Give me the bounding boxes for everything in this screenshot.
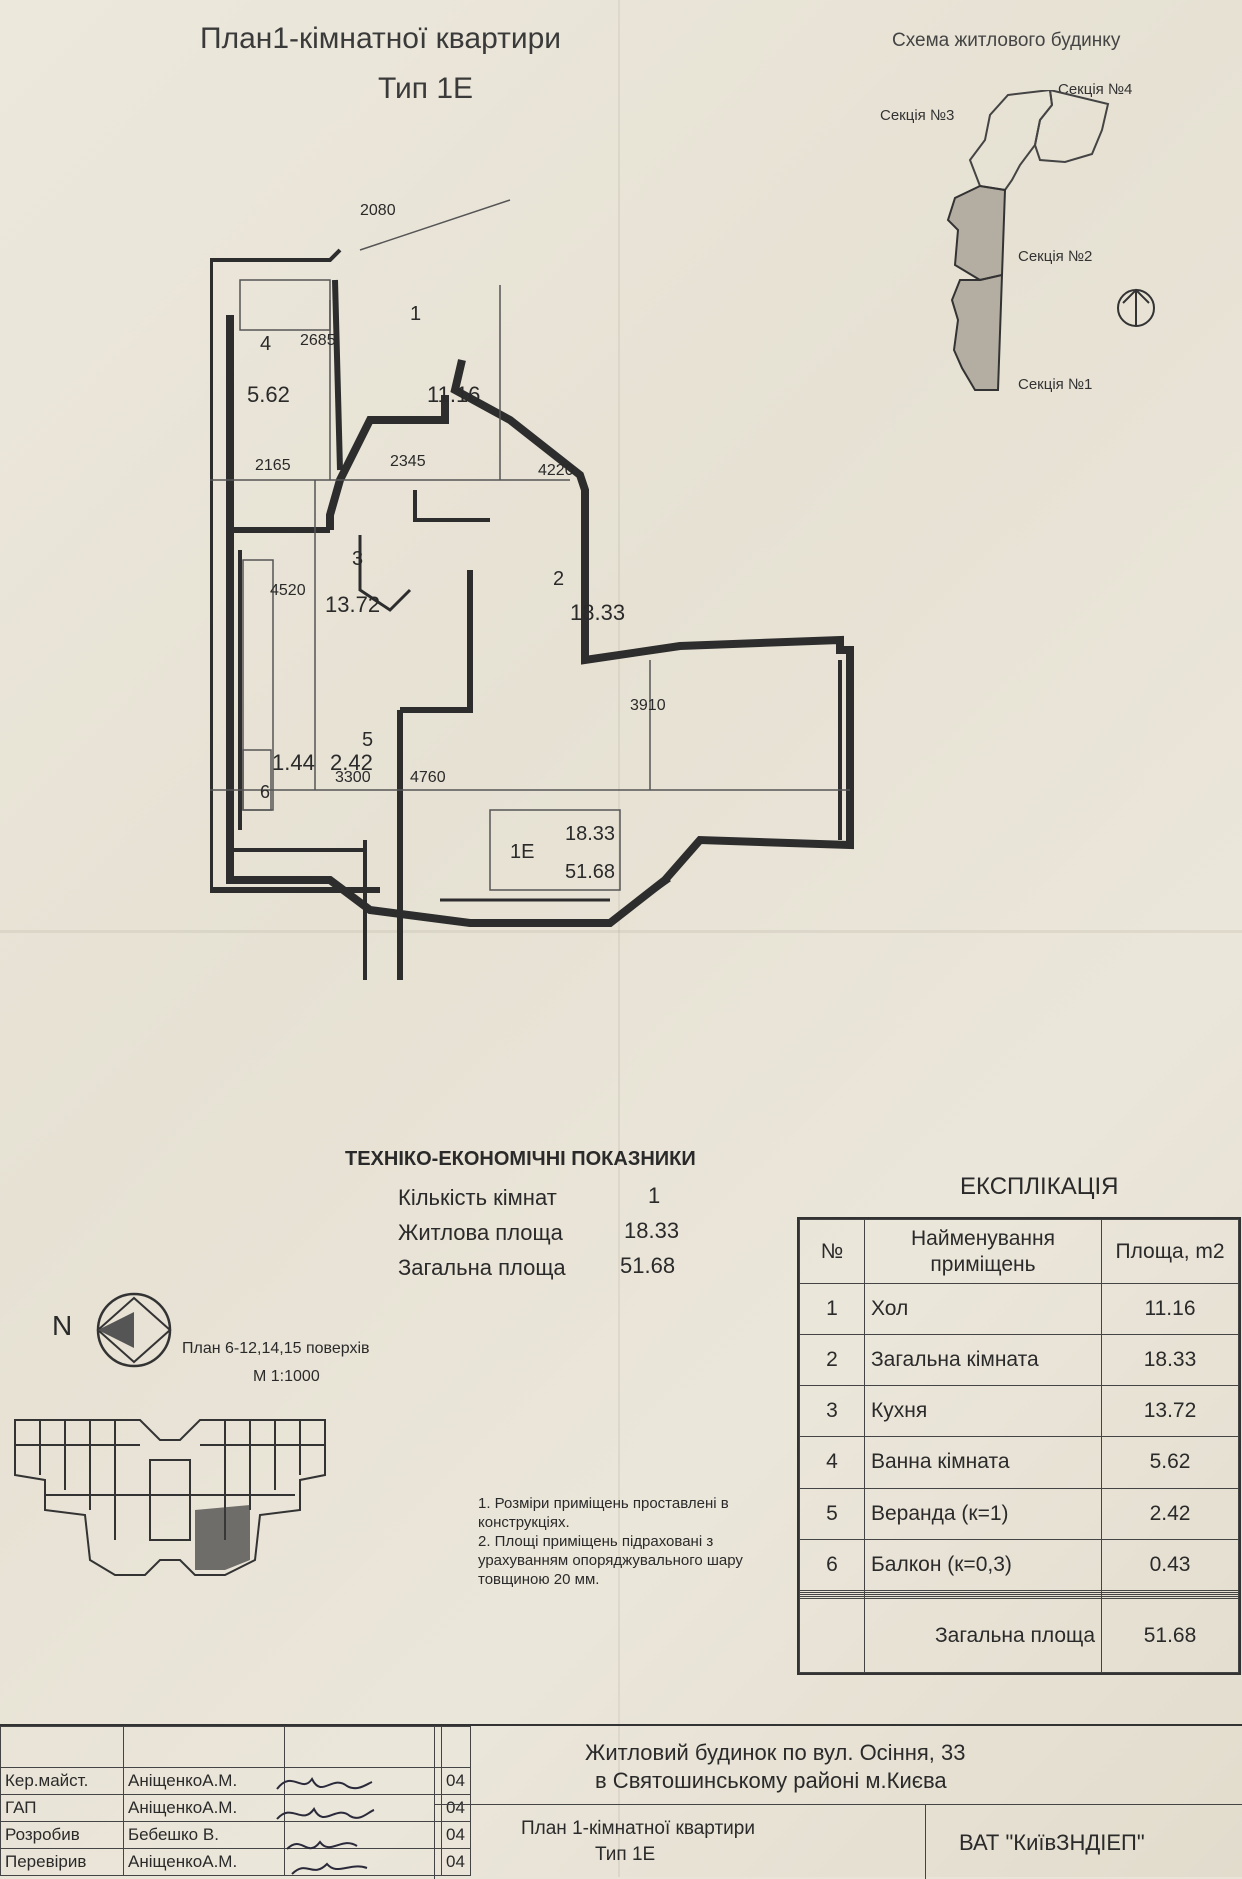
indicators-title: ТЕХНІКО-ЕКОНОМІЧНІ ПОКАЗНИКИ [345,1148,696,1170]
title-block-main: Житловий будинок по вул. Осіння, 33 в Св… [434,1726,1242,1879]
scheme-title: Схема житлового будинку [892,30,1121,51]
section-label: Секція №1 [1018,376,1093,393]
section-label: Секція №4 [1058,81,1133,98]
dimension-label: 2165 [255,457,291,474]
explication-table: № Найменування приміщень Площа, m2 1 Хол… [797,1217,1241,1675]
dimension-label: 2080 [360,202,396,219]
room-area: 18.33 [570,600,625,625]
room-number: 2 [553,568,564,590]
table-row: 5 Веранда (к=1) 2.42 [799,1487,1239,1540]
staff-row: ГАП АніщенкоА.М. 04 [0,1794,471,1822]
project-location: в Святошинському районі м.Києва [595,1768,947,1793]
room-number: 1 [410,303,421,325]
dimension-label: 3300 [335,769,371,786]
explication-title: ЕКСПЛІКАЦІЯ [960,1173,1119,1200]
table-row: 2 Загальна кімната 18.33 [799,1334,1239,1387]
dimension-label: 2345 [390,453,426,470]
section-label: Секція №2 [1018,248,1093,265]
staff-row: Перевірив АніщенкоА.М. 04 [0,1848,471,1876]
section-label: Секція №3 [880,107,955,124]
apartment-floor-plan: 11.16 1 18.33 2 13.72 3 5.62 4 2.42 5 1.… [210,199,854,980]
sheet-subtitle: Тип 1Е [595,1844,656,1865]
dimension-label: 4220 [538,462,574,479]
indicator-label: Кількість кімнат [398,1185,557,1210]
sheet-title: План 1-кімнатної квартири [521,1818,755,1839]
room-number: 5 [362,729,373,751]
room-area: 2.42 [330,750,373,775]
table-row: 6 Балкон (к=0,3) 0.43 [799,1538,1239,1591]
type-total-area: 51.68 [565,861,615,883]
column-header: № [799,1219,865,1284]
project-name: Житловий будинок по вул. Осіння, 33 [585,1740,966,1765]
scale-caption: М 1:1000 [253,1368,320,1385]
floor-plan-thumbnail [14,1419,326,1576]
organization-name: ВАТ "КиївЗНДІЕП" [959,1830,1145,1855]
column-header: Площа, m2 [1101,1219,1239,1284]
room-area: 1.44 [272,750,315,775]
room-number: 6 [260,782,270,802]
building-scheme [946,90,1110,391]
signatures [276,1777,375,1875]
north-label: N [52,1310,73,1341]
fold-crease [618,0,620,1877]
room-number: 4 [260,333,271,355]
table-row: 3 Кухня 13.72 [799,1385,1239,1438]
room-area: 5.62 [247,382,290,407]
fold-crease [0,930,1242,933]
staff-row: Кер.майст. АніщенкоА.М. 04 [0,1767,471,1795]
table-row-total: Загальна площа 51.68 [799,1598,1239,1673]
floor-plan-caption: План 6-12,14,15 поверхів [182,1340,370,1357]
table-row: 1 Хол 11.16 [799,1282,1239,1336]
compass-icon [96,1292,172,1368]
indicator-label: Загальна площа [398,1255,566,1280]
room-area: 11.16 [427,382,480,407]
note-item: 1. Розміри приміщень проставлені в конст… [478,1495,729,1531]
title-block: Кер.майст. АніщенкоА.М. 04 ГАП АніщенкоА… [0,1724,1242,1879]
indicator-value: 51.68 [620,1253,676,1278]
plan-title: План1-кімнатної квартири [200,22,562,55]
room-area: 13.72 [325,592,380,617]
notes-block: 1. Розміри приміщень проставлені в конст… [478,1494,778,1589]
indicator-value: 18.33 [624,1218,680,1243]
dimension-label: 4760 [410,769,446,786]
type-label: 1Е [510,841,534,863]
indicator-value: 1 [648,1183,661,1208]
dimension-label: 4520 [270,582,306,599]
type-living-area: 18.33 [565,823,615,845]
staff-table: Кер.майст. АніщенкоА.М. 04 ГАП АніщенкоА… [0,1726,471,1876]
table-row: 4 Ванна кімната 5.62 [799,1436,1239,1489]
table-row-empty [799,1595,1239,1600]
dimension-label: 3910 [630,697,666,714]
dimension-label: 2685 [300,332,336,349]
indicator-label: Житлова площа [398,1220,563,1245]
north-arrow-icon [1117,288,1155,327]
column-header: Найменування приміщень [864,1219,1102,1284]
room-number: 3 [352,548,363,570]
note-item: 2. Площі приміщень підраховані з урахува… [478,1533,743,1588]
plan-subtitle: Тип 1Е [378,72,474,105]
staff-row: Розробив Бебешко В. 04 [0,1821,471,1849]
